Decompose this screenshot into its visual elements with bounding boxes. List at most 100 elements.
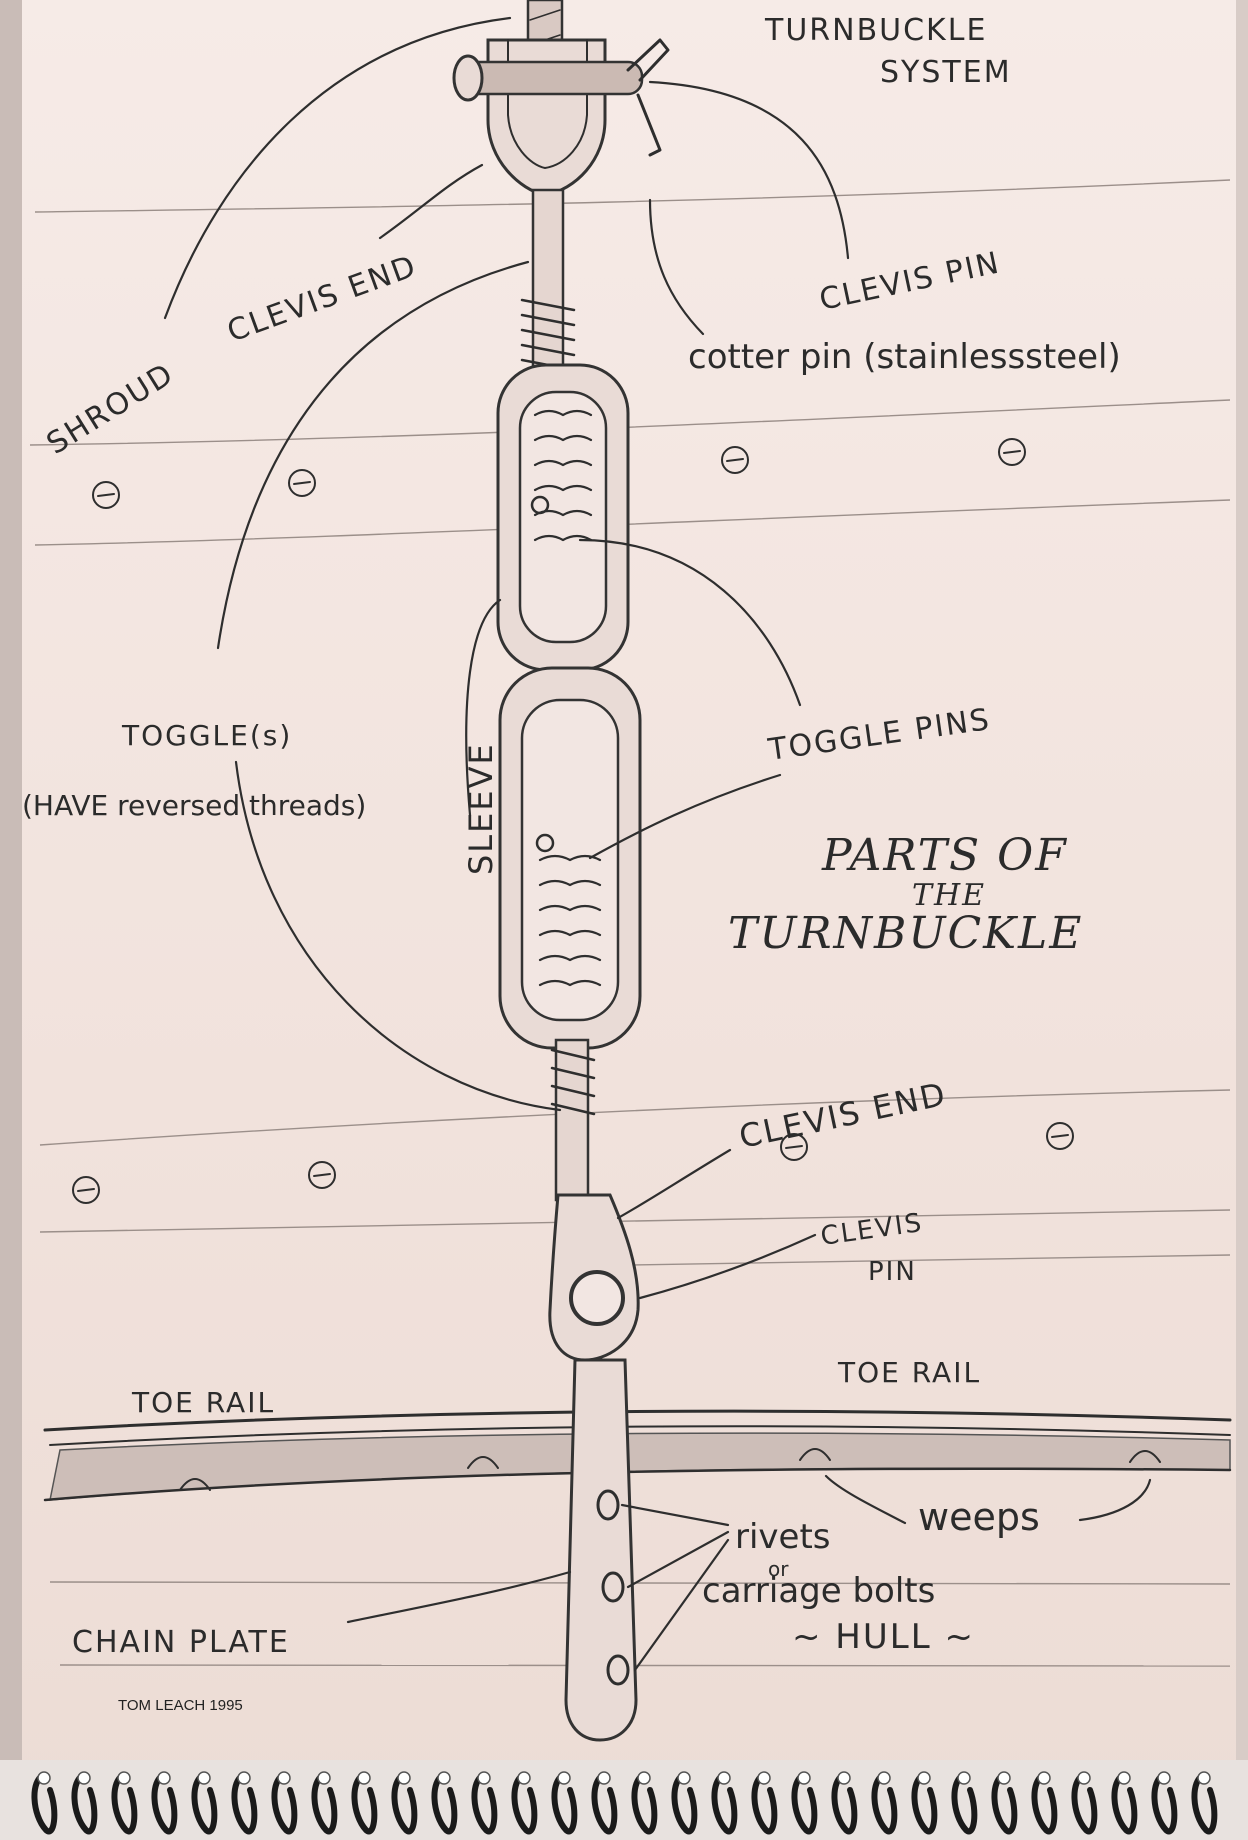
binding-hole xyxy=(117,1771,131,1785)
right-page-edge xyxy=(1236,0,1248,1760)
binding-hole xyxy=(237,1771,251,1785)
spiral-coil xyxy=(911,1772,938,1835)
title-line-1: TURNBUCKLE xyxy=(764,13,987,48)
binding-hole xyxy=(957,1771,971,1785)
top-clevis-end xyxy=(452,38,670,197)
clevis-end-top-label: CLEVIS END xyxy=(223,249,422,350)
bottom-threaded-rod xyxy=(550,1038,596,1202)
binding-hole xyxy=(597,1771,611,1785)
heading-line-2: THE xyxy=(912,878,986,913)
spiral-coil xyxy=(831,1772,858,1835)
spiral-coil xyxy=(551,1772,578,1835)
binding-hole xyxy=(917,1771,931,1785)
upper-sleeve-frame xyxy=(496,363,630,672)
spiral-coil xyxy=(471,1772,498,1835)
top-threaded-rod xyxy=(520,188,576,372)
spiral-coil xyxy=(1191,1772,1218,1835)
lower-sleeve-frame xyxy=(498,666,642,1050)
binding-hole xyxy=(357,1771,371,1785)
screw-heads xyxy=(72,438,1074,1204)
spiral-coil xyxy=(1151,1772,1178,1835)
artist-credit: TOM LEACH 1995 xyxy=(118,1697,243,1714)
cotter-pin-label: cotter pin (stainlesssteel) xyxy=(688,337,1121,377)
spiral-coil xyxy=(631,1772,658,1835)
title-line-2: SYSTEM xyxy=(880,55,1012,90)
spiral-coil xyxy=(231,1772,258,1835)
spiral-coil xyxy=(1031,1772,1058,1835)
spiral-coil xyxy=(511,1772,538,1835)
spiral-coil xyxy=(151,1772,178,1835)
clevis-end-bottom-label: CLEVIS END xyxy=(736,1075,950,1156)
sleeve-label: SLEEVE xyxy=(462,742,500,875)
binding-hole xyxy=(757,1771,771,1785)
binding-hole xyxy=(397,1771,411,1785)
shroud-label: SHROUD xyxy=(41,356,181,462)
binding-hole xyxy=(37,1771,51,1785)
binding-hole xyxy=(1077,1771,1091,1785)
binding-hole xyxy=(157,1771,171,1785)
heading-line-3: TURNBUCKLE xyxy=(728,908,1083,959)
toe-rail-left-label: TOE RAIL xyxy=(131,1386,275,1419)
clevis-pin-top-label: CLEVIS PIN xyxy=(816,245,1003,317)
spiral-coil xyxy=(31,1772,58,1835)
spiral-coil xyxy=(991,1772,1018,1835)
spiral-coil xyxy=(1071,1772,1098,1835)
spiral-coil xyxy=(951,1772,978,1835)
binding-hole xyxy=(1197,1771,1211,1785)
spiral-coil xyxy=(871,1772,898,1835)
spiral-coil xyxy=(111,1772,138,1835)
toggle-pins-label: TOGGLE PINS xyxy=(765,702,993,768)
binding-hole xyxy=(1157,1771,1171,1785)
spiral-coil xyxy=(711,1772,738,1835)
clevis-pin-bottom-label-2: PIN xyxy=(868,1257,917,1287)
binding-hole xyxy=(877,1771,891,1785)
bottom-clevis-end xyxy=(548,1193,640,1362)
hull-label: ~ HULL ~ xyxy=(792,1617,975,1657)
binding-hole xyxy=(677,1771,691,1785)
spiral-coil xyxy=(751,1772,778,1835)
binding-hole xyxy=(517,1771,531,1785)
spiral-binding xyxy=(0,1760,1248,1840)
binding-hole xyxy=(637,1771,651,1785)
toe-rail xyxy=(43,1409,1232,1502)
binding-hole xyxy=(317,1771,331,1785)
binding-hole xyxy=(197,1771,211,1785)
weeps-label: weeps xyxy=(918,1495,1040,1539)
carriage-bolts-label: carriage bolts xyxy=(702,1571,935,1611)
heading-line-1: PARTS OF xyxy=(821,830,1068,881)
chain-plate xyxy=(564,1358,638,1742)
binding-hole xyxy=(77,1771,91,1785)
spiral-coil xyxy=(671,1772,698,1835)
binding-hole xyxy=(997,1771,1011,1785)
reversed-threads-label: (HAVE reversed threads) xyxy=(22,789,366,822)
chain-plate-label: CHAIN PLATE xyxy=(72,1625,290,1660)
binding-hole xyxy=(837,1771,851,1785)
binding-hole xyxy=(277,1771,291,1785)
binding-hole xyxy=(1037,1771,1051,1785)
binding-hole xyxy=(557,1771,571,1785)
binding-hole xyxy=(477,1771,491,1785)
rivets-label: rivets xyxy=(735,1517,831,1557)
spiral-coil xyxy=(1111,1772,1138,1835)
spiral-coil xyxy=(191,1772,218,1835)
or-label: or xyxy=(768,1557,789,1581)
binding-hole xyxy=(797,1771,811,1785)
binding-hole xyxy=(1117,1771,1131,1785)
spiral-coil xyxy=(271,1772,298,1835)
clevis-pin-bottom-label-1: CLEVIS xyxy=(819,1208,925,1252)
spiral-coil xyxy=(791,1772,818,1835)
pointer-lines xyxy=(163,16,1152,1672)
spiral-coil xyxy=(391,1772,418,1835)
toggles-label: TOGGLE(s) xyxy=(121,719,292,752)
spiral-coil xyxy=(71,1772,98,1835)
spiral-coil xyxy=(311,1772,338,1835)
toe-rail-right-label: TOE RAIL xyxy=(837,1356,981,1389)
spiral-coil xyxy=(591,1772,618,1835)
binding-hole xyxy=(437,1771,451,1785)
spiral-coil xyxy=(351,1772,378,1835)
left-page-edge xyxy=(0,0,22,1760)
spiral-coil xyxy=(431,1772,458,1835)
binding-hole xyxy=(717,1771,731,1785)
